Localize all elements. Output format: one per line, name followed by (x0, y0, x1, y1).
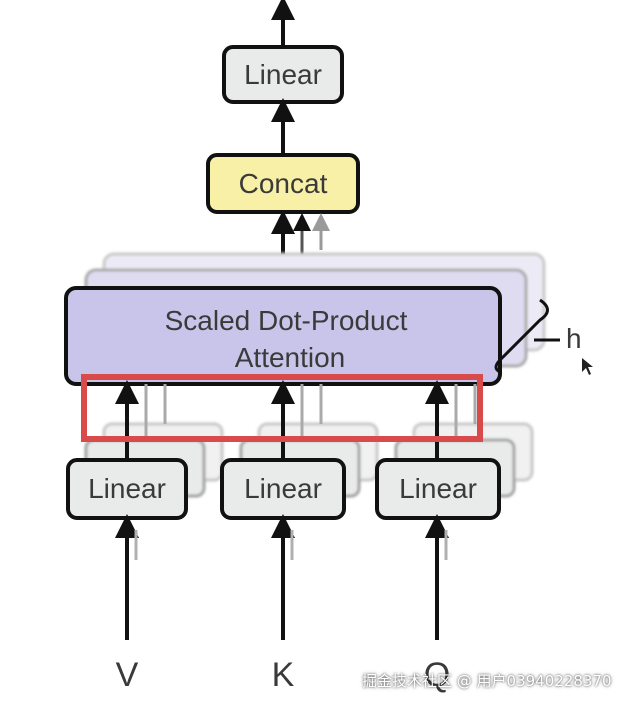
heads-brace (494, 298, 549, 374)
watermark: 掘金技术社区 @ 用户03940228370 (362, 672, 612, 690)
input-linear-label-q: Linear (399, 473, 477, 504)
secondary-head-arrows (144, 384, 477, 440)
attention-label-line1: Scaled Dot-Product (165, 305, 408, 336)
input-label-v: V (116, 656, 139, 694)
highlight-rectangle (81, 374, 483, 442)
heads-label: h (566, 323, 582, 354)
attention-label-line2: Attention (235, 342, 346, 373)
output-linear-label: Linear (244, 59, 322, 90)
input-linear-label-k: Linear (244, 473, 322, 504)
input-linear-label-v: Linear (88, 473, 166, 504)
input-label-q: Q (424, 656, 450, 694)
input-arrow-shadows (134, 530, 448, 560)
concat-label: Concat (239, 168, 328, 199)
input-label-k: K (272, 656, 295, 694)
mouse-cursor-icon (582, 358, 593, 375)
